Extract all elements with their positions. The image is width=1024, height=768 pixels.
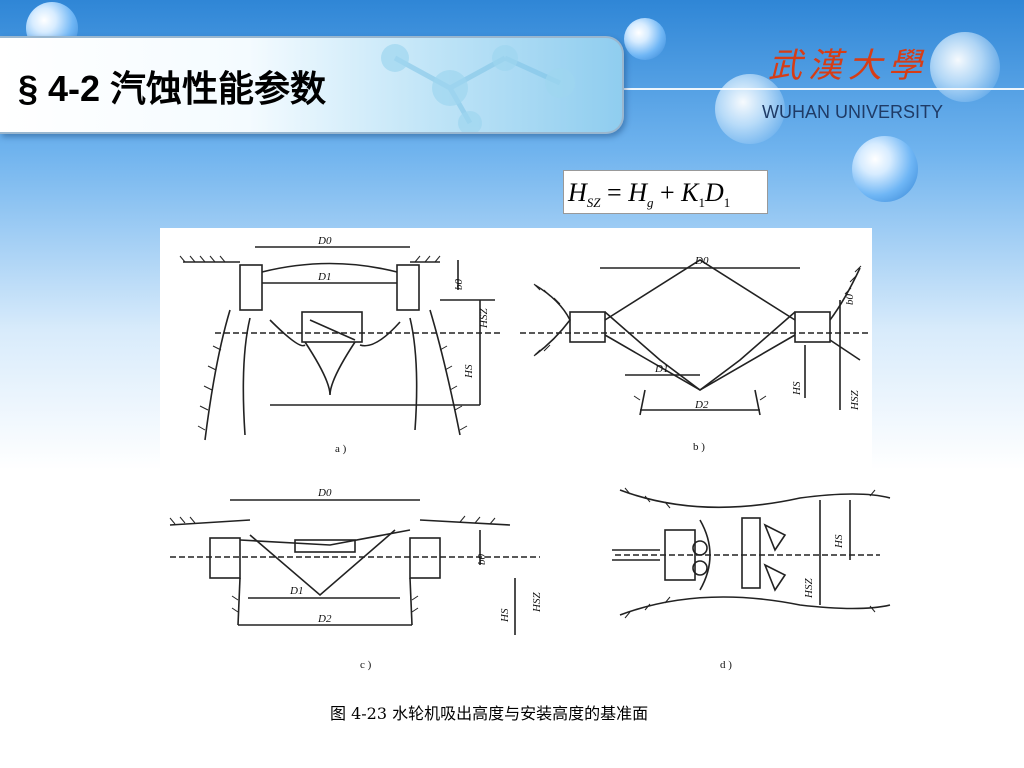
panel-d-hatching	[624, 487, 876, 619]
panel-b-labels: D0 D1 D2 b0 HS HSZ	[654, 255, 861, 411]
formula-sub-SZ: SZ	[586, 195, 601, 211]
dim-b0-a: b0	[453, 279, 465, 291]
formula-eq: =	[600, 178, 629, 207]
formula-H: H	[568, 178, 587, 207]
formula-Hg: H	[628, 178, 647, 207]
university-name-en: WUHAN UNIVERSITY	[762, 102, 944, 122]
panel-a	[183, 246, 500, 441]
dim-D2-b: D2	[694, 399, 709, 411]
dim-HS-a: HS	[463, 364, 475, 379]
panel-d	[612, 489, 891, 616]
panel-c-labels: D0 D1 D2 b0 HS HSZ	[289, 487, 543, 625]
dim-HS-b: HS	[791, 381, 803, 396]
dim-D2-c: D2	[317, 613, 332, 625]
formula-sub-1a: 1	[698, 195, 705, 211]
panel-b-label: b )	[693, 441, 705, 453]
dim-HSZ-a: HSZ	[478, 308, 490, 329]
title-bar: § 4-2 汽蚀性能参数	[0, 36, 624, 134]
dim-D1-a: D1	[317, 271, 331, 283]
panel-a-hatching	[179, 255, 468, 431]
dim-D0-b: D0	[694, 255, 709, 267]
dim-b0-c: b0	[476, 554, 488, 566]
decor-bubble	[852, 136, 918, 202]
dim-D0-a: D0	[317, 235, 332, 247]
formula-D: D	[704, 178, 724, 207]
panel-d-label: d )	[720, 659, 732, 671]
dim-HS-c: HS	[499, 608, 511, 623]
formula-sub-g: g	[646, 195, 654, 211]
dim-HSZ-b: HSZ	[849, 390, 861, 411]
panel-c	[169, 499, 540, 635]
panel-c-label: c )	[360, 659, 372, 671]
formula-box: HSZ = Hg + K1D1	[563, 170, 768, 214]
slide-title: § 4-2 汽蚀性能参数	[18, 68, 327, 109]
dim-b0-b: b0	[844, 294, 856, 306]
formula-K: K	[681, 178, 699, 207]
molecule-decor	[381, 44, 575, 132]
formula-plus: +	[653, 178, 682, 207]
panel-b-hatching	[533, 265, 862, 401]
dim-HSZ-c: HSZ	[531, 592, 543, 613]
decor-bubble	[715, 74, 785, 144]
dim-D1-b: D1	[654, 363, 668, 375]
dim-HS-d: HS	[833, 534, 845, 549]
panel-d-labels: HS HSZ	[803, 534, 845, 599]
panel-a-label: a )	[335, 443, 347, 455]
panel-b	[520, 259, 870, 416]
panel-c-hatching	[169, 515, 496, 613]
formula-sub-1b: 1	[723, 195, 731, 211]
dim-D1-c: D1	[289, 585, 303, 597]
dim-HSZ-d: HSZ	[803, 578, 815, 599]
dim-D0-c: D0	[317, 487, 332, 499]
decor-bubble	[930, 32, 1000, 102]
decor-bubble	[624, 18, 666, 60]
panel-a-labels: D0 D1 b0 HSZ HS	[317, 235, 490, 379]
university-logo-cn: 武漢大學	[768, 46, 928, 86]
figure-area	[160, 228, 872, 698]
header-divider	[620, 88, 1024, 90]
figure-caption: 图 4-23 水轮机吸出高度与安装高度的基准面	[330, 704, 649, 723]
